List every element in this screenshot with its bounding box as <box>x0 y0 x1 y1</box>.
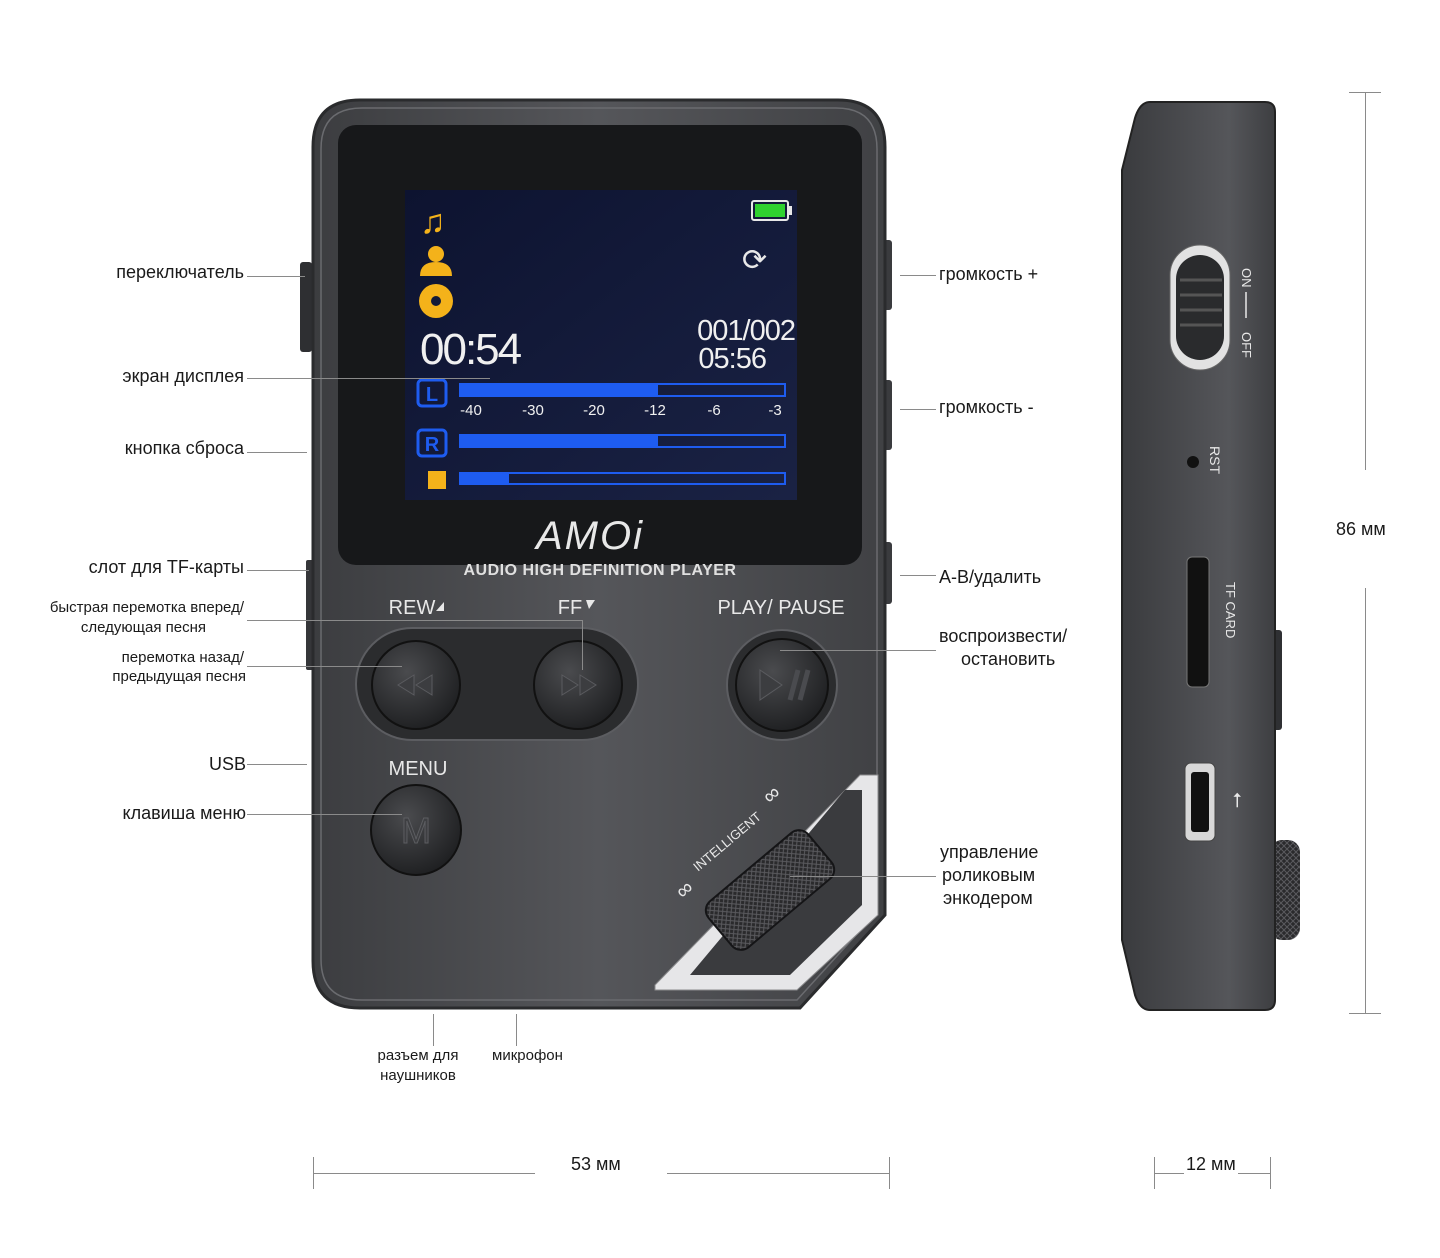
play-pause-button[interactable] <box>726 629 838 741</box>
label-ff-desc-1: быстрая перемотка вперед/ <box>49 599 244 616</box>
label-tf-slot: слот для TF-карты <box>88 557 244 577</box>
repeat-icon: ⟳ <box>742 244 767 277</box>
label-encoder-2: роликовым <box>942 865 1036 885</box>
menu-button[interactable]: M <box>370 784 462 876</box>
leader-line <box>247 570 309 571</box>
leader-line <box>582 620 583 670</box>
disc-icon <box>419 284 453 318</box>
leader-line <box>900 409 936 410</box>
label-headphone-1: разъем для <box>377 1047 459 1064</box>
meter-tick: -20 <box>583 402 605 419</box>
usb-icon: ⭠ <box>1227 792 1249 808</box>
progress-track <box>459 472 786 485</box>
menu-label: MENU <box>389 758 448 780</box>
side-body <box>1121 101 1276 1011</box>
leader-line <box>247 276 305 277</box>
meter-right-track <box>459 434 786 448</box>
leader-line <box>247 620 582 621</box>
scroll-wheel-encoder[interactable] <box>701 825 839 955</box>
side-wheel <box>1270 840 1300 940</box>
battery-icon <box>751 200 792 221</box>
meter-scale: -40 -30 -20 -12 -6 -3 <box>460 402 782 419</box>
dimension-line <box>313 1173 535 1174</box>
leader-line <box>516 1014 517 1046</box>
ff-label: FF <box>558 597 582 619</box>
leader-line <box>780 650 936 651</box>
track-counter: 001/002 <box>697 315 795 347</box>
label-vol-down: громкость - <box>939 397 1034 417</box>
dimension-tick <box>889 1157 890 1189</box>
display-screen <box>405 190 797 500</box>
label-rew-desc-2: предыдущая песня <box>112 668 246 685</box>
artist-icon <box>420 246 452 276</box>
dimension-tick <box>1349 1013 1381 1014</box>
music-note-icon: ♫ <box>420 203 446 241</box>
power-switch[interactable] <box>300 262 312 352</box>
channel-left-label: L <box>426 384 438 406</box>
leader-line <box>247 666 402 667</box>
player-front: ♫ ⟳ 00:54 001/002 05:56 L -40 -30 -20 -1… <box>300 98 892 1010</box>
switch-off-label: OFF <box>1239 332 1254 358</box>
tagline: AUDIO HIGH DEFINITION PLAYER <box>464 562 737 579</box>
dimension-depth: 12 мм <box>1184 1153 1238 1176</box>
meter-tick: -40 <box>460 402 482 419</box>
dimension-line <box>1365 588 1366 1013</box>
label-encoder-3: энкодером <box>943 888 1033 908</box>
fast-forward-button[interactable] <box>533 640 623 730</box>
leader-line <box>790 876 936 877</box>
progress-fill <box>461 474 509 483</box>
label-encoder-1: управление <box>940 842 1039 862</box>
dimension-width: 53 мм <box>571 1154 621 1174</box>
meter-tick: -3 <box>768 402 781 419</box>
menu-key-letter: M <box>401 810 431 851</box>
meter-left-fill <box>461 385 658 395</box>
rewind-button[interactable] <box>371 640 461 730</box>
rst-label: RST <box>1207 446 1223 474</box>
reset-hole[interactable] <box>1187 456 1199 468</box>
label-ff-desc-2: следующая песня <box>80 619 206 636</box>
label-play-1: воспроизвести/ <box>939 626 1068 646</box>
label-screen: экран дисплея <box>122 366 244 386</box>
dimension-height: 86 мм <box>1336 519 1386 539</box>
meter-tick: -30 <box>522 402 544 419</box>
player-side: ON OFF RST TF CARD ⭠ <box>1121 101 1300 1011</box>
leader-line <box>247 764 307 765</box>
play-pause-label: PLAY/ PAUSE <box>717 597 844 619</box>
dimension-line <box>667 1173 889 1174</box>
label-rew-desc-1: перемотка назад/ <box>121 649 244 666</box>
side-power-switch[interactable] <box>1169 244 1231 371</box>
side-tf-slot[interactable] <box>1186 556 1210 688</box>
label-reset: кнопка сброса <box>124 438 244 458</box>
leader-line <box>247 452 307 453</box>
leader-line <box>433 1014 434 1046</box>
stop-icon <box>428 471 446 489</box>
leader-line <box>247 814 402 815</box>
label-menu-key: клавиша меню <box>122 803 247 823</box>
label-play-2: остановить <box>961 649 1056 669</box>
label-switch: переключатель <box>116 262 244 282</box>
elapsed-time: 00:54 <box>420 325 522 374</box>
tf-card-label: TF CARD <box>1223 582 1238 638</box>
label-headphone-2: наушников <box>380 1067 456 1084</box>
dimension-tick <box>1270 1157 1271 1189</box>
meter-tick: -6 <box>707 402 720 419</box>
meter-left-track <box>459 383 786 397</box>
label-mic: микрофон <box>492 1047 563 1064</box>
meter-tick: -12 <box>644 402 666 419</box>
leader-line <box>900 275 936 276</box>
dimension-line <box>1365 92 1366 470</box>
leader-line <box>247 378 490 379</box>
channel-right-label: R <box>425 434 440 456</box>
switch-on-label: ON <box>1239 268 1254 288</box>
label-vol-up: громкость + <box>939 264 1039 284</box>
label-ab-delete: A-B/удалить <box>939 567 1042 587</box>
rew-label: REW <box>389 597 436 619</box>
total-time: 05:56 <box>698 343 766 375</box>
brand-logo: AMOi <box>534 514 644 558</box>
meter-right-fill <box>461 436 658 446</box>
leader-line <box>900 575 936 576</box>
label-usb: USB <box>208 754 246 774</box>
